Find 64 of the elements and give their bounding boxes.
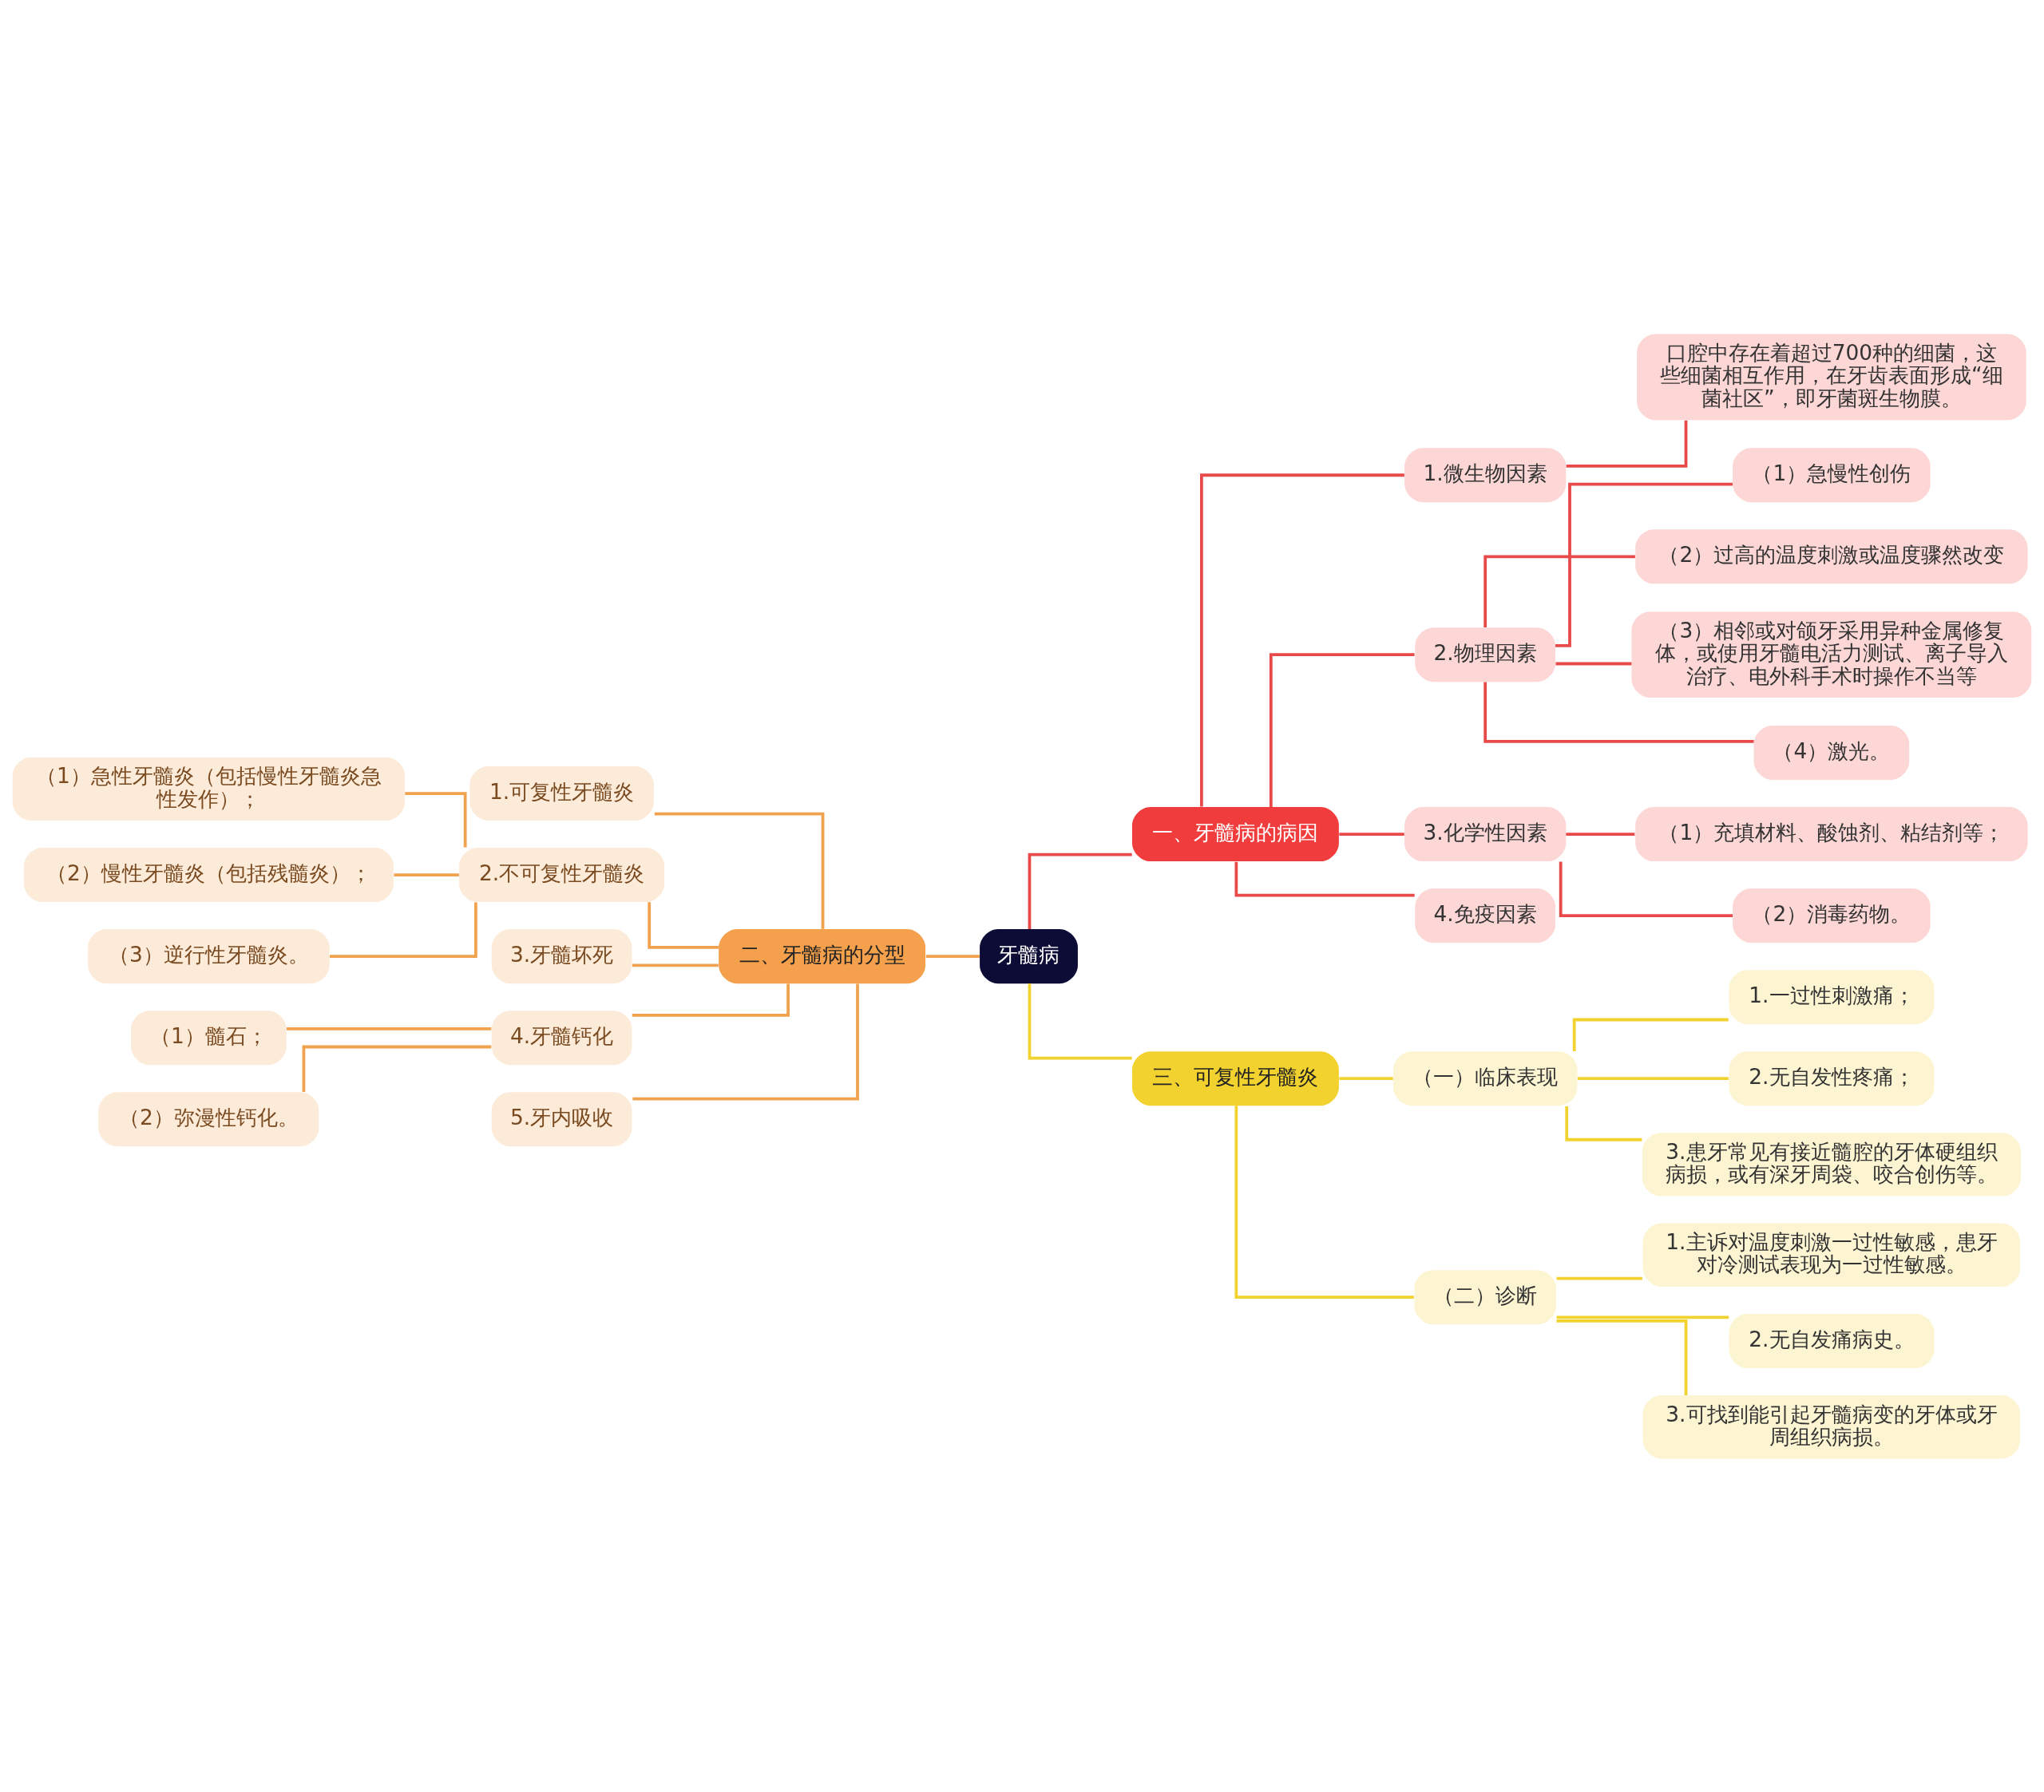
connector — [1200, 473, 1404, 806]
node-box: 3.牙髓坏死 — [491, 928, 632, 983]
connector — [1234, 1105, 1414, 1299]
node-box: 4.免疫因素 — [1415, 888, 1556, 943]
connector — [1028, 983, 1132, 1060]
node-box: 2.无自发痛病史。 — [1729, 1313, 1935, 1368]
connector — [632, 983, 859, 1101]
connector — [632, 963, 719, 967]
connector — [1566, 420, 1688, 468]
connector — [1556, 1319, 1688, 1395]
node-box: 2.物理因素 — [1415, 627, 1556, 682]
node-box: （3）相邻或对颌牙采用异种金属修复体，或使用牙髓电活力测试、离子导入治疗、电外科手术时操作不当等 — [1631, 611, 2032, 698]
connector — [1234, 861, 1415, 896]
node-box: 1.主诉对温度刺激一过性敏感，患牙对冷测试表现为一过性敏感。 — [1642, 1223, 2021, 1287]
node-box: （2）过高的温度刺激或温度骤然改变 — [1635, 528, 2028, 583]
connector — [1483, 682, 1754, 743]
node-box: （1）急性牙髓炎（包括慢性牙髓炎急性发作）； — [12, 757, 406, 821]
node-box: 3.化学性因素 — [1404, 806, 1567, 861]
connector — [394, 872, 459, 876]
node-box: （2）慢性牙髓炎（包括残髓炎）； — [23, 847, 394, 902]
node-box: 1.微生物因素 — [1404, 447, 1567, 502]
node-box: （二）诊断 — [1414, 1269, 1556, 1324]
node-box: 4.牙髓钙化 — [491, 1010, 632, 1065]
connector — [1566, 832, 1635, 836]
node-box: 1.可复性牙髓炎 — [469, 765, 654, 821]
connector — [654, 812, 825, 929]
connector — [1269, 652, 1415, 807]
connector — [1339, 1076, 1393, 1080]
connector — [1572, 1018, 1729, 1051]
connector — [1028, 852, 1132, 929]
connector — [405, 791, 467, 847]
node-box: 3.患牙常见有接近髓腔的牙体硬组织病损，或有深牙周袋、咬合创伤等。 — [1642, 1132, 2022, 1197]
connector — [1339, 832, 1404, 836]
node-box: （2）弥漫性钙化。 — [98, 1091, 319, 1146]
node-box: 1.一过性刺激痛； — [1729, 969, 1935, 1024]
node-box: （1）充填材料、酸蚀剂、粘结剂等； — [1635, 806, 2028, 861]
connector — [1559, 861, 1733, 917]
node-box: 牙髓病 — [980, 928, 1078, 983]
connector — [286, 1027, 492, 1030]
connector — [1555, 482, 1733, 647]
node-box: 一、牙髓病的病因 — [1131, 806, 1339, 861]
node-box: （1）急慢性创伤 — [1733, 447, 1931, 502]
node-box: （2）消毒药物。 — [1733, 888, 1931, 943]
node-box: （4）激光。 — [1753, 725, 1910, 780]
connector — [648, 901, 719, 949]
connector — [1577, 1076, 1729, 1080]
connector — [329, 902, 477, 958]
connector — [1555, 662, 1632, 665]
node-box: 口腔中存在着超过700种的细菌，这些细菌相互作用，在牙齿表面形成“细菌社区”，即牙菌斑生物膜。 — [1637, 334, 2026, 420]
node-box: （一）临床表现 — [1392, 1050, 1578, 1106]
node-box: 2.无自发性疼痛； — [1729, 1050, 1935, 1106]
connector — [302, 1045, 492, 1092]
node-box: 3.可找到能引起牙髓病变的牙体或牙周组织病损。 — [1642, 1394, 2021, 1458]
node-box: 三、可复性牙髓炎 — [1131, 1050, 1339, 1106]
connector — [1565, 1106, 1642, 1141]
node-box: 2.不可复性牙髓炎 — [459, 847, 665, 902]
connector — [925, 954, 980, 958]
node-box: （1）髓石； — [131, 1010, 287, 1065]
node-box: （3）逆行性牙髓炎。 — [88, 928, 330, 983]
connector — [1483, 554, 1635, 627]
node-box: 5.牙内吸收 — [491, 1091, 632, 1146]
connector — [1556, 1315, 1729, 1319]
connector — [1556, 1276, 1642, 1280]
node-box: 二、牙髓病的分型 — [719, 928, 926, 983]
